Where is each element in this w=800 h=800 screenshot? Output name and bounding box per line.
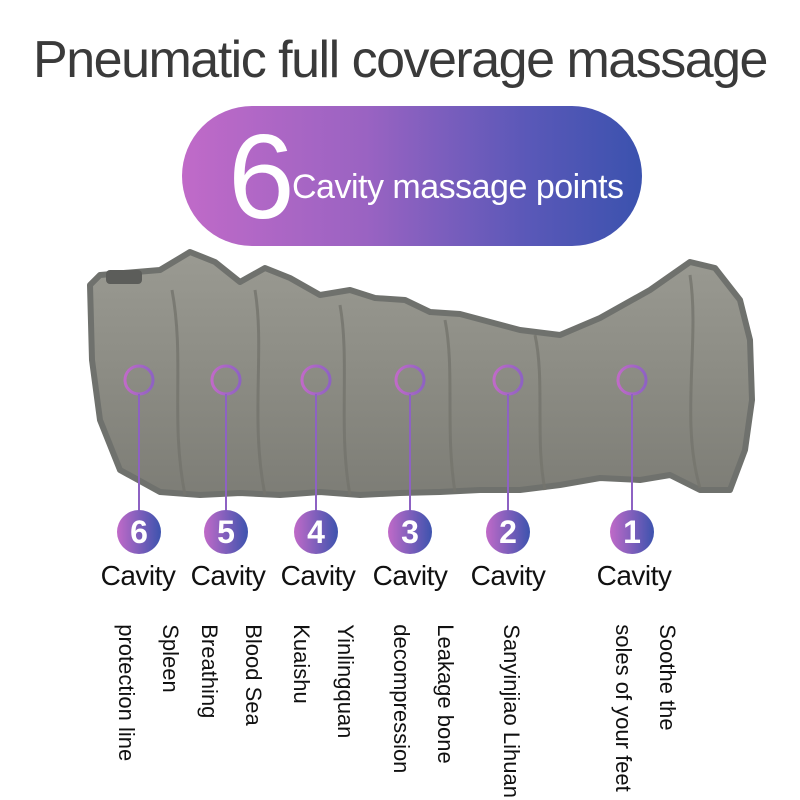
- cavity-badge-5: 5: [204, 510, 248, 554]
- fold-line: [688, 274, 702, 489]
- cavity-desc-4: Yinlingquan Kuaishu: [289, 612, 378, 739]
- cavity-desc-3: Leakage bone decompression: [389, 612, 478, 774]
- banner-pill: [182, 106, 642, 246]
- cavity-desc-4-line2: Kuaishu: [289, 624, 314, 704]
- cavity-desc-1-line2: soles of your feet: [611, 624, 636, 792]
- page-title: Pneumatic full coverage massage: [33, 31, 768, 89]
- banner-number: 6: [228, 110, 295, 244]
- cavity-desc-6: Spleen protection line: [114, 612, 203, 762]
- cavity-desc-3-line1: Leakage bone: [433, 624, 458, 764]
- cavity-desc-2: Sanyinjiao Lihuan: [499, 612, 544, 798]
- cavity-desc-6-line2: protection line: [114, 624, 139, 762]
- fold-line: [443, 319, 457, 493]
- cavity-label-4: Cavity: [280, 560, 356, 591]
- fold-line: [338, 304, 352, 496]
- cavity-desc-5-line2: Breathing: [197, 624, 222, 719]
- fold-line: [533, 334, 547, 491]
- air-connector: [106, 270, 142, 284]
- cavity-badge-1: 1: [610, 510, 654, 554]
- cavity-desc-1-line1: Soothe the: [655, 624, 680, 731]
- cavity-desc-3-line2: decompression: [389, 624, 414, 774]
- banner-text: Cavity massage points: [292, 168, 624, 206]
- cavity-desc-5: Blood Sea Breathing: [197, 612, 286, 726]
- fold-line: [253, 289, 267, 496]
- cavity-label-6: Cavity: [100, 560, 176, 591]
- cavity-desc-6-line1: Spleen: [158, 624, 183, 693]
- cavity-badge-3: 3: [388, 510, 432, 554]
- cavity-badge-4: 4: [294, 510, 338, 554]
- cavity-label-5: Cavity: [190, 560, 266, 591]
- cavity-badge-2: 2: [486, 510, 530, 554]
- cavity-desc-1: Soothe the soles of your feet: [611, 612, 700, 792]
- fold-line: [170, 289, 187, 496]
- cavity-label-1: Cavity: [596, 560, 672, 591]
- cavity-badge-6: 6: [117, 510, 161, 554]
- cavity-label-3: Cavity: [372, 560, 448, 591]
- cavity-label-2: Cavity: [470, 560, 546, 591]
- cavity-desc-4-line1: Yinlingquan: [333, 624, 358, 739]
- cavity-desc-2-line1: Sanyinjiao Lihuan: [499, 624, 524, 798]
- cavity-desc-5-line1: Blood Sea: [241, 624, 266, 726]
